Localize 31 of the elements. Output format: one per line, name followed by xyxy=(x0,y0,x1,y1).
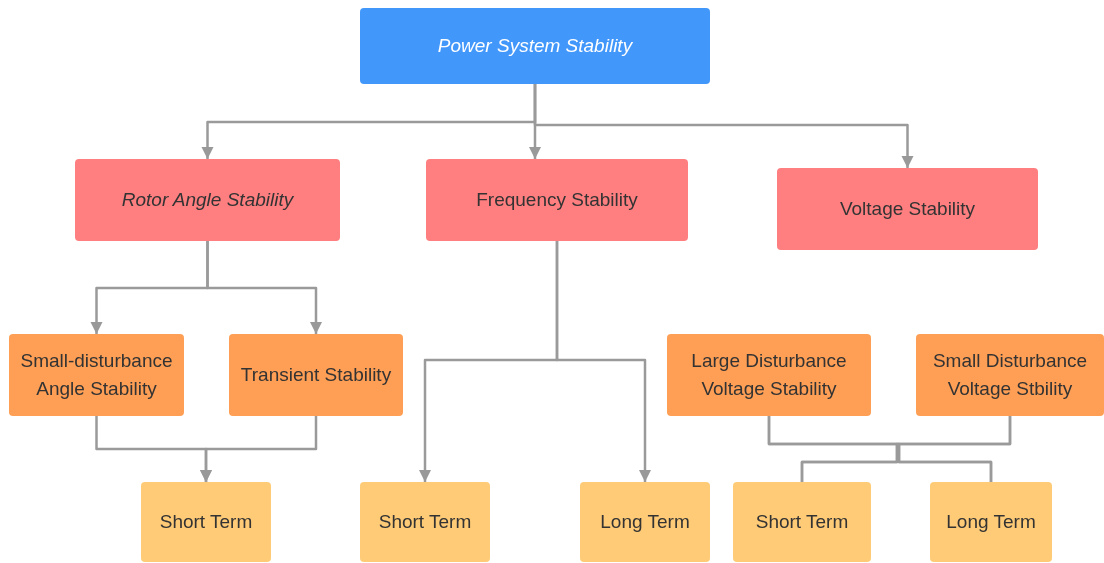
process-box xyxy=(360,8,710,84)
connector-line xyxy=(897,416,1012,482)
process-box xyxy=(667,334,871,416)
box-label: Small Disturbance Voltage Stbility xyxy=(931,348,1089,401)
process-box xyxy=(916,334,1104,416)
box-label: Long Term xyxy=(946,509,1036,534)
box-label: Frequency Stability xyxy=(476,187,638,212)
box-label: Power System Stability xyxy=(437,33,633,58)
process-box xyxy=(141,482,271,562)
process-box xyxy=(75,159,340,241)
process-box xyxy=(930,482,1052,562)
box-label: Long Term xyxy=(600,509,690,534)
process-box xyxy=(9,334,184,416)
box-label: Rotor Angle Stability xyxy=(121,187,294,212)
arrow xyxy=(200,416,318,482)
process-box xyxy=(229,334,403,416)
box-label: Small-disturbance Angle Stability xyxy=(19,348,174,401)
arrow xyxy=(533,84,914,168)
arrow xyxy=(555,241,651,482)
process-box xyxy=(426,159,688,241)
process-box xyxy=(777,168,1038,250)
box-label: Short Term xyxy=(159,509,253,534)
box-label: Transient Stability xyxy=(240,362,392,387)
box-label: Large Disturbance Voltage Stability xyxy=(690,348,848,401)
process-box xyxy=(580,482,710,562)
arrow xyxy=(206,241,322,334)
box-label: Short Term xyxy=(755,509,849,534)
box-label: Voltage Stability xyxy=(839,196,976,221)
process-box xyxy=(360,482,490,562)
box-label: Short Term xyxy=(378,509,472,534)
process-box xyxy=(733,482,871,562)
